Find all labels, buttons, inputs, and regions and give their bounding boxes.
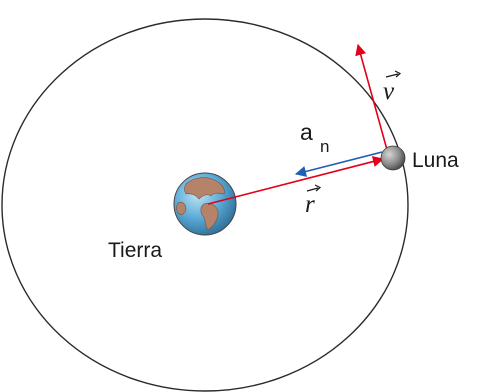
acceleration-label: a xyxy=(300,119,313,145)
earth-land-west xyxy=(176,202,187,215)
position-vector-r xyxy=(207,156,385,205)
earth-label: Tierra xyxy=(108,239,162,262)
radius-label: r xyxy=(305,191,315,218)
acceleration-subscript: n xyxy=(320,137,329,156)
moon xyxy=(380,145,406,171)
radius-label-arrow xyxy=(306,187,319,192)
earth-land-south xyxy=(200,203,219,231)
acceleration-vector-an xyxy=(294,151,383,177)
velocity-label-arrow xyxy=(385,73,399,78)
earth xyxy=(173,172,237,236)
orbit-circle xyxy=(1,18,409,392)
moon-label: Luna xyxy=(412,149,459,172)
velocity-vector-v xyxy=(355,43,390,158)
velocity-label-arrowhead xyxy=(394,70,402,78)
radius-label-arrowhead xyxy=(314,184,322,192)
velocity-label: v xyxy=(383,78,395,105)
earth-land-north xyxy=(184,177,225,200)
